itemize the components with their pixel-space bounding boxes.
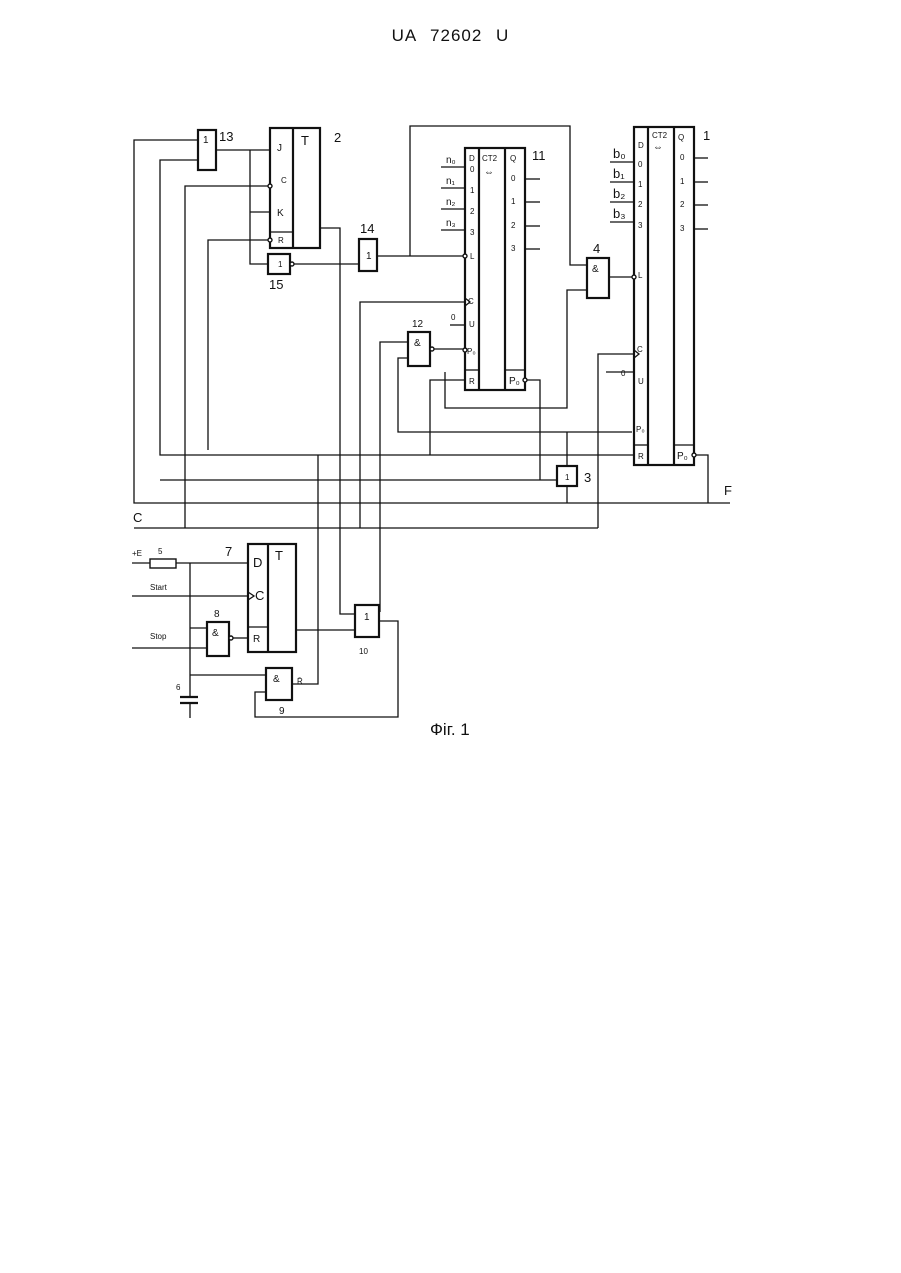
gate-8-ref: 8 xyxy=(214,609,220,620)
input-b0: b₀ xyxy=(613,146,626,161)
gate-12-symbol: & xyxy=(414,338,421,349)
counter-11-pin-l: L xyxy=(470,252,475,261)
counter-1-out-0: 0 xyxy=(680,153,685,162)
trigger-2-ref: 2 xyxy=(334,130,341,145)
input-n3: n₃ xyxy=(446,218,456,229)
input-n0: n₀ xyxy=(446,155,456,166)
counter-11-pin-u: U xyxy=(469,320,475,329)
counter-11: D CT2 ⇔ Q 0 1 2 3 0 1 2 3 L C U P₀ R P₀ … xyxy=(441,148,546,390)
counter-11-in-0: 0 xyxy=(470,165,475,174)
gate-13-ref: 13 xyxy=(219,129,233,144)
input-b1: b₁ xyxy=(613,166,625,181)
counter-11-pin-p0-out: P₀ xyxy=(509,376,520,387)
counter-11-out-2: 2 xyxy=(511,221,516,230)
counter-11-q-label: Q xyxy=(510,154,516,163)
counter-11-pin-r: R xyxy=(469,377,475,386)
trigger-2-pin-k: K xyxy=(277,208,284,219)
counter-1-pin-r: R xyxy=(638,452,644,461)
counter-11-d-label: D xyxy=(469,154,475,163)
resistor-5: 5 xyxy=(150,547,176,568)
gate-8: & 8 xyxy=(207,609,233,656)
stop-label: Stop xyxy=(150,632,167,641)
counter-1-ref: 1 xyxy=(703,128,710,143)
gate-14: 1 14 xyxy=(359,221,377,271)
counter-11-pin-p0-in: P₀ xyxy=(467,347,476,356)
counter-1-pin-l: L xyxy=(638,271,643,280)
counter-11-out-0: 0 xyxy=(511,174,516,183)
capacitor-6: 6 xyxy=(176,683,198,703)
gate-3-ref: 3 xyxy=(584,470,591,485)
trigger-7-ref: 7 xyxy=(225,544,232,559)
counter-1: D CT2 ⇔ Q 0 1 2 3 0 1 2 3 L C U P₀ R P₀ … xyxy=(606,127,710,465)
trigger-2-pin-c: C xyxy=(281,176,287,185)
counter-11-out-3: 3 xyxy=(511,244,516,253)
counter-1-u-value: 0 xyxy=(621,369,626,378)
trigger-7-pin-c: C xyxy=(255,588,264,603)
input-n2: n₂ xyxy=(446,197,456,208)
gate-9: & R̄ 9 xyxy=(266,668,303,717)
start-label: Start xyxy=(150,583,168,592)
gate-8-symbol: & xyxy=(212,628,219,639)
gate-4-ref: 4 xyxy=(593,241,600,256)
counter-1-pin-u: U xyxy=(638,377,644,386)
gate-3: 1 3 xyxy=(557,466,591,486)
counter-11-arrows: ⇔ xyxy=(484,167,494,178)
clock-label: C xyxy=(133,510,142,525)
gate-9-ref: 9 xyxy=(279,706,285,717)
counter-1-d-label: D xyxy=(638,141,644,150)
trigger-7-pin-r: R xyxy=(253,634,260,645)
counter-1-in-1: 1 xyxy=(638,180,643,189)
gate-10: 1 10 xyxy=(355,605,379,656)
gate-12: & 12 xyxy=(408,319,434,366)
counter-11-ref: 11 xyxy=(532,148,546,163)
gate-14-symbol: 1 xyxy=(366,251,372,262)
figure-caption: Фіг. 1 xyxy=(430,720,520,740)
output-label: F xyxy=(724,483,732,498)
counter-1-q-label: Q xyxy=(678,133,684,142)
counter-11-in-1: 1 xyxy=(470,186,475,195)
counter-1-pin-p0-in: P₀ xyxy=(636,425,645,434)
power-label: +E xyxy=(132,549,142,558)
trigger-7-type: T xyxy=(275,548,283,563)
counter-11-out-1: 1 xyxy=(511,197,516,206)
counter-1-out-1: 1 xyxy=(680,177,685,186)
gate-10-symbol: 1 xyxy=(364,612,370,623)
gate-10-ref: 10 xyxy=(359,647,368,656)
counter-11-u-value: 0 xyxy=(451,313,456,322)
trigger-2: J C K R T 2 xyxy=(268,128,341,248)
gate-9-symbol: & xyxy=(273,674,280,685)
counter-1-in-0: 0 xyxy=(638,160,643,169)
counter-1-in-3: 3 xyxy=(638,221,643,230)
trigger-2-pin-j: J xyxy=(277,143,282,154)
gate-4: & 4 xyxy=(587,241,609,298)
input-b2: b₂ xyxy=(613,186,625,201)
resistor-5-ref: 5 xyxy=(158,547,163,556)
trigger-7-pin-d: D xyxy=(253,555,262,570)
counter-11-type: CT2 xyxy=(482,154,498,163)
capacitor-6-ref: 6 xyxy=(176,683,181,692)
gate-14-ref: 14 xyxy=(360,221,374,236)
counter-1-out-2: 2 xyxy=(680,200,685,209)
gate-15-ref: 15 xyxy=(269,277,283,292)
trigger-7: D C R T 7 xyxy=(225,544,296,652)
counter-11-in-2: 2 xyxy=(470,207,475,216)
gate-15: 1 15 xyxy=(268,254,294,292)
gate-13-symbol: 1 xyxy=(203,135,209,146)
trigger-2-type: T xyxy=(301,133,309,148)
trigger-2-pin-r: R xyxy=(278,236,284,245)
counter-1-type: CT2 xyxy=(652,131,668,140)
gate-4-symbol: & xyxy=(592,264,599,275)
counter-1-in-2: 2 xyxy=(638,200,643,209)
gate-15-symbol: 1 xyxy=(278,260,283,269)
gate-3-symbol: 1 xyxy=(565,473,570,482)
counter-11-in-3: 3 xyxy=(470,228,475,237)
counter-1-pin-p0-out: P₀ xyxy=(677,451,688,462)
gate-12-ref: 12 xyxy=(412,319,424,330)
counter-1-arrows: ⇔ xyxy=(653,142,663,153)
input-n1: n₁ xyxy=(446,176,456,187)
input-b3: b₃ xyxy=(613,206,626,221)
counter-1-out-3: 3 xyxy=(680,224,685,233)
